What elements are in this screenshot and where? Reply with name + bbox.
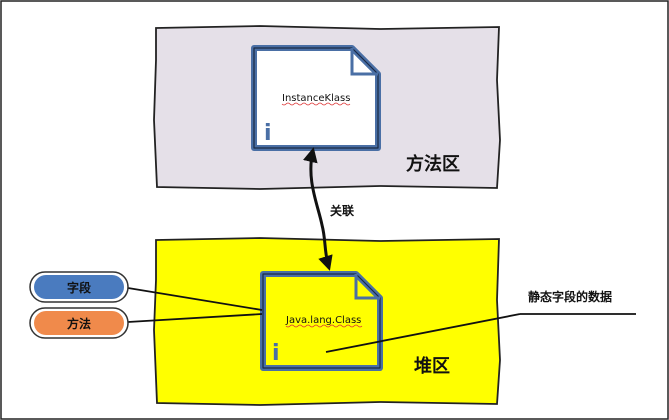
fields-connector [127,287,263,311]
association-label: 关联 [330,203,354,218]
instanceklass-label: InstanceKlass [282,93,350,104]
static-data-connector [325,313,521,353]
info-icon: i [264,121,272,146]
java-lang-class-file-icon: i Java.lang.Class [260,271,383,371]
java-lang-class-label: Java.lang.Class [285,315,361,326]
method-area-label: 方法区 [406,153,460,175]
methods-callout: 方法 [29,307,129,339]
methods-connector [127,313,263,323]
methods-label: 方法 [67,316,91,331]
association-arrow [302,147,333,271]
fields-label: 字段 [67,280,92,295]
heap-area: 堆区 i Java.lang.Class [153,237,501,406]
method-area: 方法区 i InstanceKlass [153,25,501,190]
static-data-label: 静态字段的数据 [528,289,612,304]
info-icon: i [272,341,280,366]
heap-area-label: 堆区 [414,355,450,377]
spellcheck-underline [285,324,363,328]
spellcheck-underline [281,102,351,106]
instanceklass-file-icon: i InstanceKlass [251,45,381,151]
fields-callout: 字段 [29,271,129,303]
